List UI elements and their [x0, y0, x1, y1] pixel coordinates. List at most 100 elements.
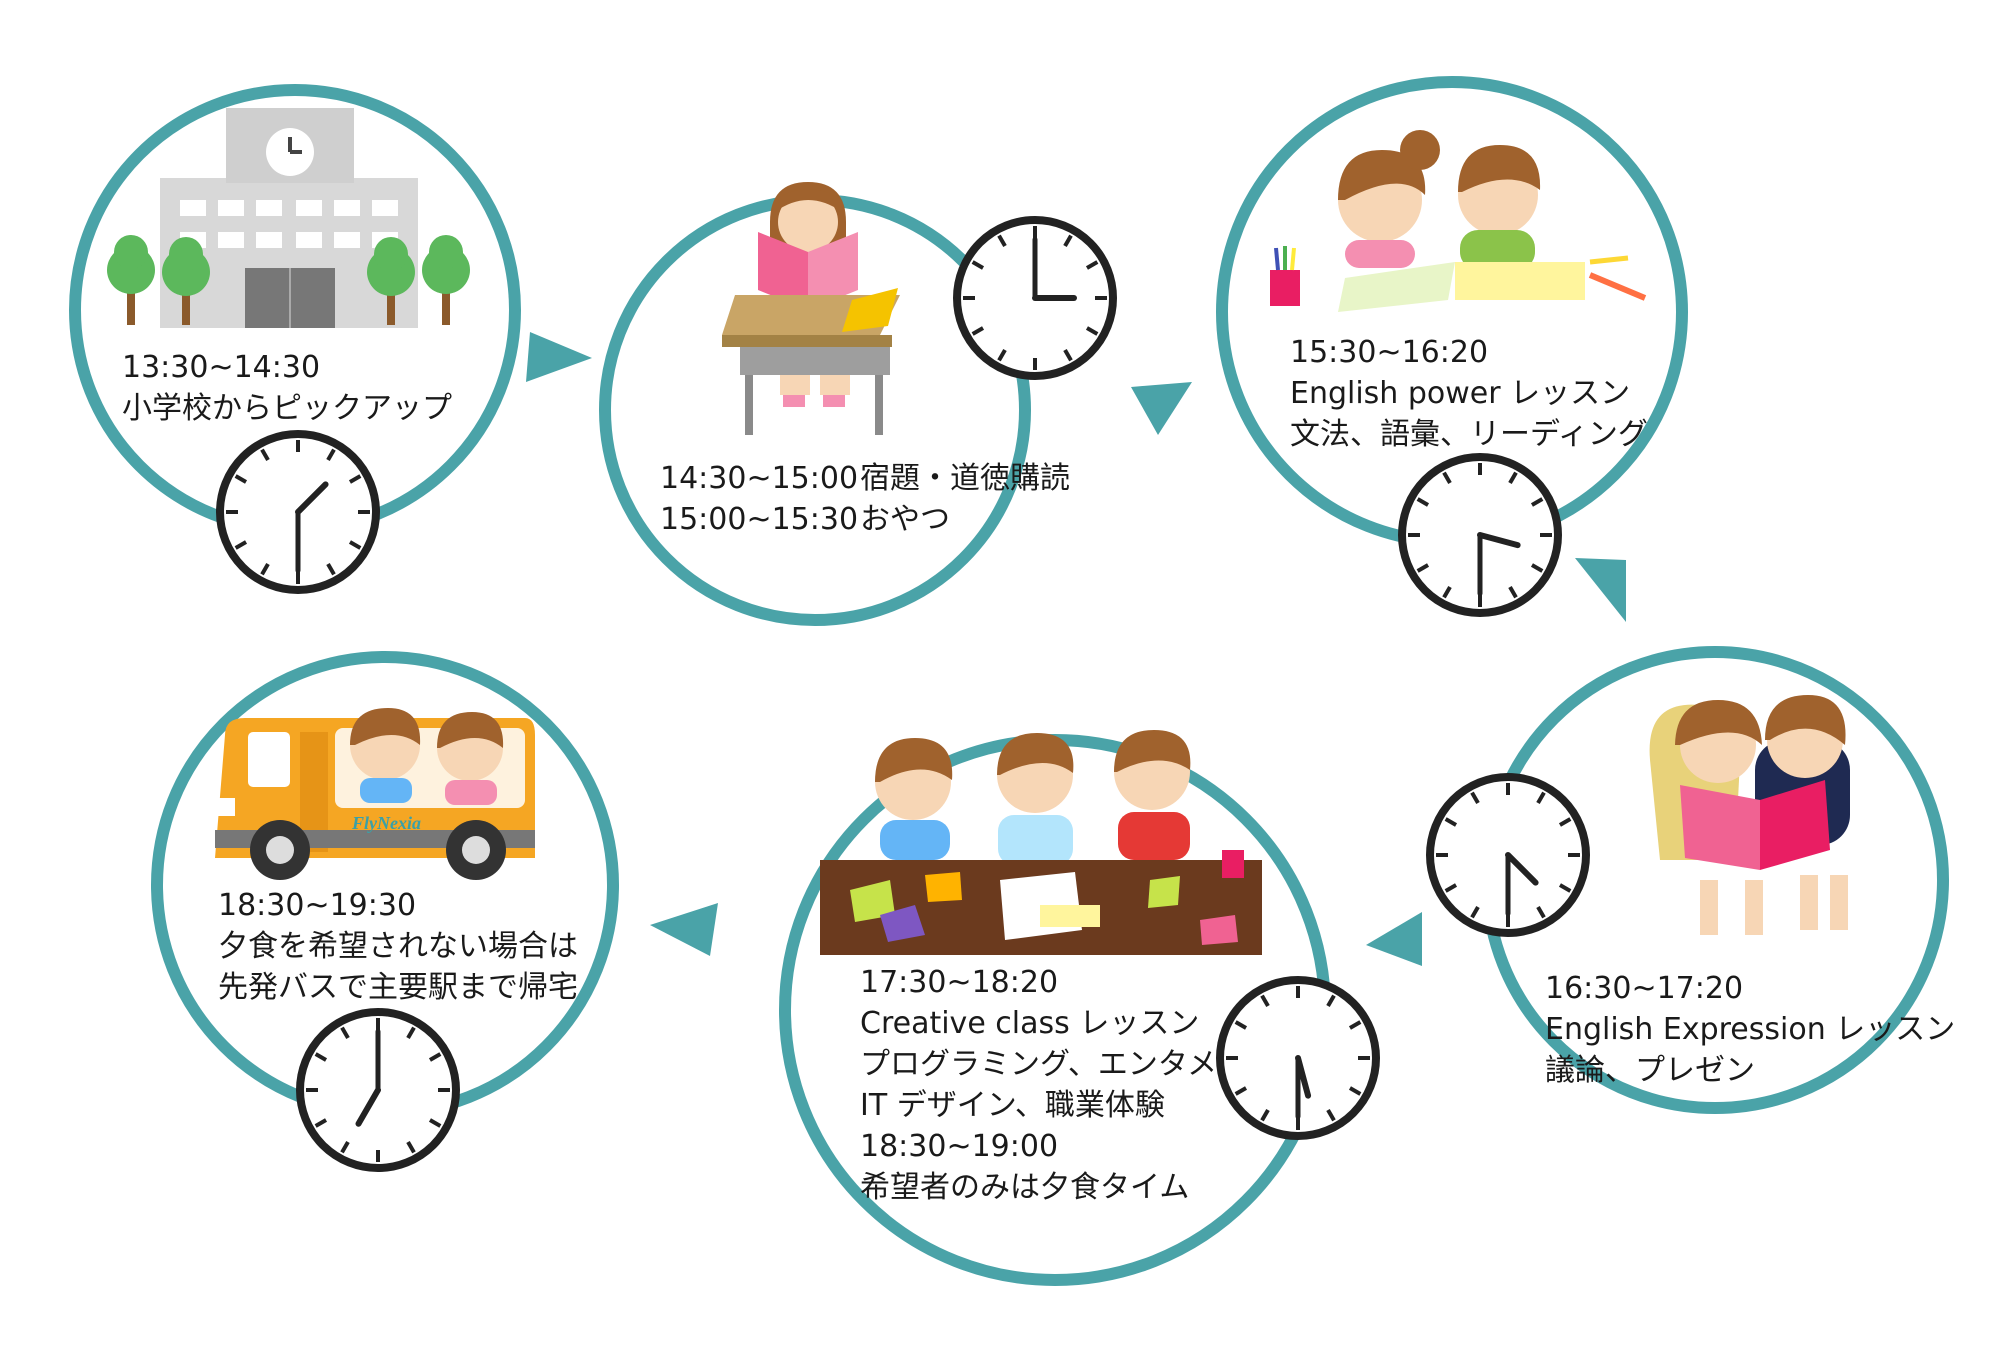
step-text-creative-class: 17:30~18:20 Creative class レッスン プログラミング、…	[860, 962, 1217, 1208]
step-desc-line: 夕食を希望されない場合は	[218, 929, 578, 964]
step-desc-line: プログラミング、エンタメ	[860, 1047, 1217, 1082]
step-desc-line: Creative class レッスン	[860, 1006, 1200, 1041]
clock-tick	[1470, 791, 1480, 805]
step-time: 15:30~16:20	[1290, 335, 1489, 370]
clock-tick	[1444, 817, 1458, 827]
clock-tick	[997, 348, 1007, 362]
clock-hour-hand	[295, 481, 329, 515]
clock-tick	[1348, 1086, 1362, 1096]
clock-tick	[1508, 585, 1518, 599]
step-desc-line: 議論、プレゼン	[1545, 1053, 1755, 1088]
clock-tick	[1442, 585, 1452, 599]
child-reading-english-book-icon	[722, 182, 900, 435]
clock-hour-hand	[1477, 532, 1521, 549]
clock-tick	[1416, 497, 1430, 507]
clock-tick	[1234, 1020, 1248, 1030]
clock-tick	[971, 260, 985, 270]
clock-tick	[406, 1026, 416, 1040]
step-time: 18:30~19:30	[218, 888, 417, 923]
clock-tick	[1508, 471, 1518, 485]
clock-tick	[1260, 994, 1270, 1008]
clock-tick	[971, 326, 985, 336]
clock-tick	[348, 540, 362, 550]
step-desc-line: 希望者のみは夕食タイム	[860, 1170, 1190, 1205]
flow-arrow-4	[1366, 912, 1422, 966]
clock-icon	[1398, 453, 1562, 617]
clock-tick	[1530, 563, 1544, 573]
clock-tick	[340, 1026, 350, 1040]
step-time: 14:30~15:00	[660, 461, 859, 496]
step-desc-line: English Expression レッスン	[1545, 1012, 1956, 1047]
clock-hour-hand	[355, 1087, 381, 1127]
clock-tick	[1442, 471, 1452, 485]
clock-tick	[234, 540, 248, 550]
step-desc-line: 文法、語彙、リーディング	[1290, 417, 1648, 452]
schedule-row: 14:30~15:00 宿題・道徳購読	[660, 458, 1070, 499]
step-activity: 宿題・道徳購読	[860, 461, 1070, 496]
step-text-english-expression: 16:30~17:20 English Expression レッスン 議論、プ…	[1545, 968, 1955, 1091]
children-crafting-icon	[820, 730, 1262, 955]
clock-tick	[234, 474, 248, 484]
step-desc-line: 先発バスで主要駅まで帰宅	[218, 970, 578, 1005]
clock-tick	[326, 562, 336, 576]
flow-arrow-3	[1575, 558, 1626, 622]
flow-arrow-2	[1131, 382, 1192, 435]
clock-hour-hand	[1505, 852, 1539, 886]
bus-logo-text: FlyNexia	[351, 813, 421, 833]
clock-tick	[428, 1118, 442, 1128]
step-time: 16:30~17:20	[1545, 971, 1744, 1006]
clock-icon	[296, 1008, 460, 1172]
school-building-icon	[107, 108, 470, 328]
clock-icon	[1426, 773, 1590, 937]
clock-icon	[953, 216, 1117, 380]
schedule-row: 15:00~15:30 おやつ	[660, 499, 1070, 540]
clock-tick	[1326, 994, 1336, 1008]
clock-tick	[1536, 791, 1546, 805]
clock-tick	[1536, 905, 1546, 919]
step-text-pickup: 13:30~14:30 小学校からピックアップ	[122, 347, 452, 429]
step-desc-line: English power レッスン	[1290, 376, 1631, 411]
clock-tick	[997, 234, 1007, 248]
school-bus-icon: FlyNexia	[215, 708, 535, 880]
clock-tick	[1416, 563, 1430, 573]
children-drawing-icon	[1270, 130, 1647, 312]
step-text-bus-home: 18:30~19:30 夕食を希望されない場合は 先発バスで主要駅まで帰宅	[218, 885, 578, 1008]
clock-tick	[314, 1052, 328, 1062]
clock-tick	[1530, 497, 1544, 507]
clock-tick	[1470, 905, 1480, 919]
clock-tick	[1063, 348, 1073, 362]
step-desc-line: 小学校からピックアップ	[122, 391, 452, 426]
clock-tick	[1234, 1086, 1248, 1096]
flow-arrow-5	[650, 903, 718, 956]
clock-tick	[340, 1140, 350, 1154]
clock-tick	[1558, 817, 1572, 827]
step-text-english-power: 15:30~16:20 English power レッスン 文法、語彙、リーデ…	[1290, 332, 1648, 455]
clock-tick	[428, 1052, 442, 1062]
step-time: 17:30~18:20	[860, 965, 1059, 1000]
step-desc-line: IT デザイン、職業体験	[860, 1088, 1165, 1123]
clock-tick	[326, 448, 336, 462]
clock-tick	[1260, 1108, 1270, 1122]
clock-icon	[216, 430, 380, 594]
step-activity: おやつ	[860, 502, 950, 537]
clock-tick	[314, 1118, 328, 1128]
clock-tick	[1558, 883, 1572, 893]
clock-tick	[260, 448, 270, 462]
clock-tick	[1326, 1108, 1336, 1122]
clock-tick	[1085, 326, 1099, 336]
clock-tick	[1085, 260, 1099, 270]
clock-tick	[406, 1140, 416, 1154]
flow-arrow-1	[526, 332, 592, 382]
clock-tick	[348, 474, 362, 484]
step-time: 13:30~14:30	[122, 350, 321, 385]
step-text-homework: 14:30~15:00 宿題・道徳購読 15:00~15:30 おやつ	[660, 458, 1070, 540]
children-reading-cake-book-icon	[1649, 695, 1850, 935]
step-time: 15:00~15:30	[660, 502, 859, 537]
clock-tick	[1063, 234, 1073, 248]
step-time: 18:30~19:00	[860, 1129, 1059, 1164]
clock-tick	[1348, 1020, 1362, 1030]
clock-tick	[260, 562, 270, 576]
clock-icon	[1216, 976, 1380, 1140]
clock-tick	[1444, 883, 1458, 893]
